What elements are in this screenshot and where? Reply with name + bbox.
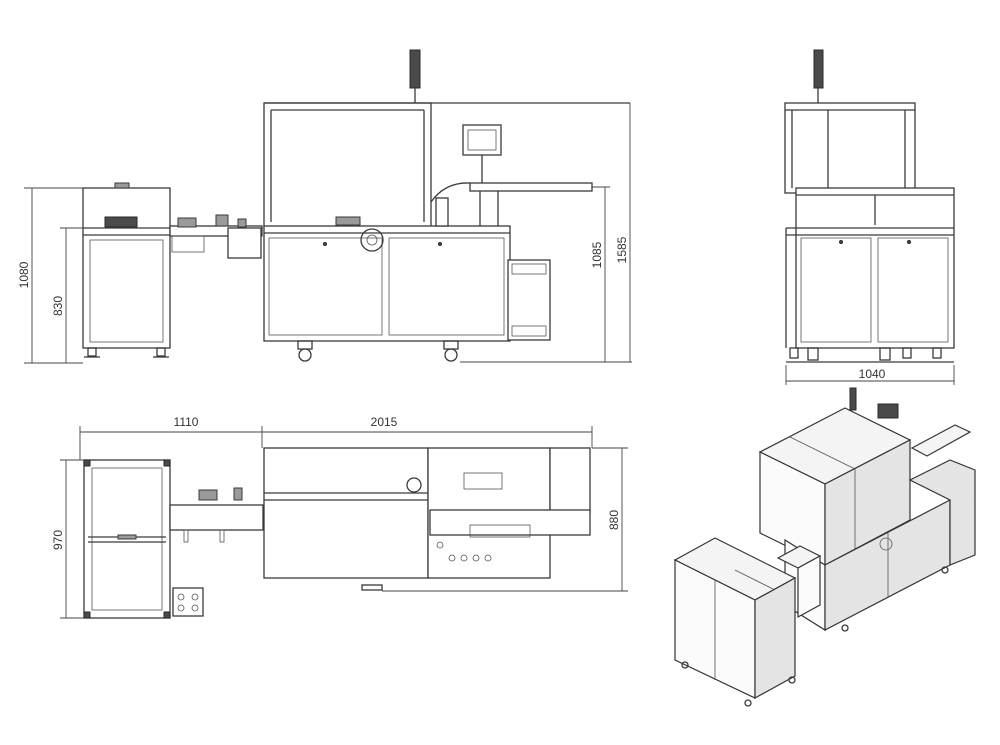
dim-feeder-height: 1080 — [17, 261, 31, 288]
dim-feeder-depth: 970 — [51, 530, 65, 550]
front-feeder-unit — [82, 182, 171, 358]
dim-side-width: 1040 — [859, 367, 886, 381]
dim-machine-height: 1085 — [590, 241, 604, 268]
top-view: 1110 2015 970 880 — [51, 415, 628, 619]
front-main-machine — [263, 49, 630, 362]
side-view: 1040 — [784, 49, 955, 385]
front-view: 1080 830 1085 1585 — [17, 49, 632, 364]
touch-screen-icon — [462, 124, 502, 183]
front-dimensions — [24, 103, 632, 364]
dim-total-height: 1585 — [615, 236, 629, 263]
isometric-view — [673, 387, 976, 707]
dim-machine-length: 2015 — [371, 415, 398, 429]
dim-feeder-length: 1110 — [174, 415, 199, 429]
dim-machine-depth: 880 — [607, 510, 621, 530]
signal-tower-icon — [409, 49, 421, 103]
dim-feeder-table-height: 830 — [51, 296, 65, 316]
front-conveyor — [169, 214, 263, 259]
caster-wheel-icon — [297, 340, 459, 362]
